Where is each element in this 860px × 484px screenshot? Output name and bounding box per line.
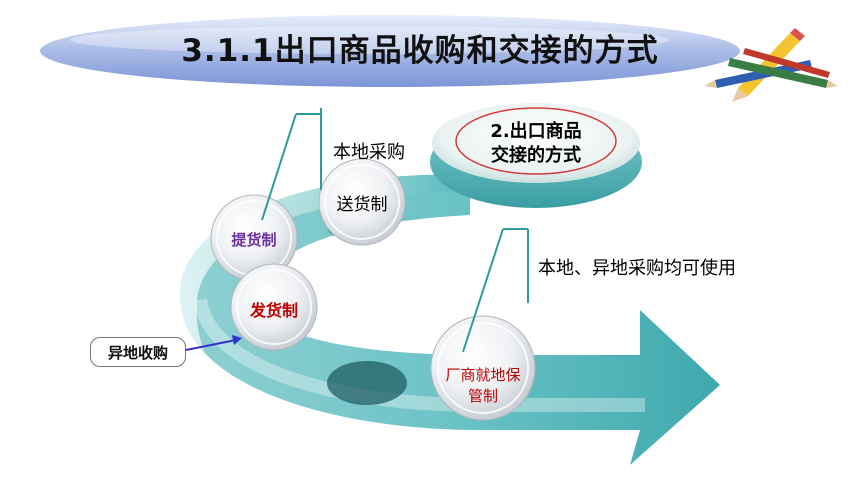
- disc-delivery: [318, 158, 406, 246]
- circle-factory-label-line1: 厂商就地保: [445, 366, 521, 384]
- label-local-purchase: 本地采购: [333, 142, 405, 163]
- circle-factory-label-line2: 管制: [467, 387, 498, 405]
- disc-factory: [430, 315, 536, 421]
- center-node-line2: 交接的方式: [491, 145, 581, 166]
- pointer-arrow: [185, 335, 242, 351]
- circle-delivery-label: 送货制: [336, 195, 388, 215]
- disc-shipment: [230, 263, 318, 351]
- label-both-usable: 本地、异地采购均可使用: [538, 258, 736, 279]
- page-title: 3.1.1出口商品收购和交接的方式: [181, 33, 659, 69]
- circle-shipment-label: 发货制: [249, 301, 298, 320]
- pencils-icon: [704, 28, 838, 102]
- bracket-both: [462, 228, 529, 353]
- title-banner: [40, 15, 740, 87]
- circle-pickup-label: 提货制: [231, 231, 277, 249]
- remote-purchase-box: 异地收购: [90, 337, 186, 367]
- center-node-shape: [430, 103, 642, 208]
- bracket-local: [261, 108, 322, 221]
- center-node-line1: 2.出口商品: [490, 121, 582, 142]
